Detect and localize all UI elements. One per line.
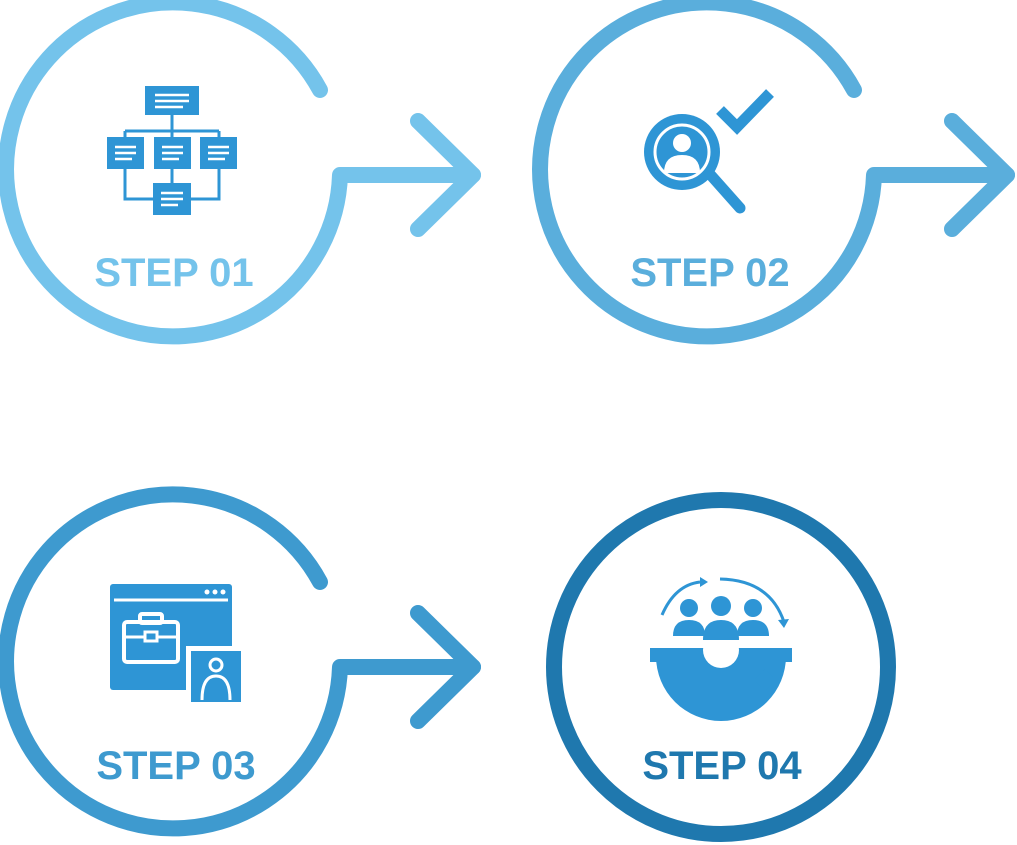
step-04-ring [546, 492, 896, 842]
step-01-label: STEP 01 [94, 251, 253, 295]
step-01: STEP 01 [0, 0, 481, 345]
step-03-ring [0, 486, 481, 837]
step-03: STEP 03 [0, 486, 481, 837]
step-02: STEP 02 [532, 0, 1015, 345]
step-04: STEP 04 [546, 492, 896, 842]
magnifier-user-check-icon [644, 89, 774, 214]
flowchart-icon [107, 86, 237, 215]
step-03-label: STEP 03 [96, 744, 255, 788]
step-02-label: STEP 02 [630, 251, 789, 295]
step-01-arrowhead [410, 113, 481, 237]
step-03-arrowhead [410, 605, 481, 729]
job-portfolio-icon [110, 584, 246, 702]
step-04-label: STEP 04 [642, 744, 802, 788]
step-01-ring [0, 0, 481, 345]
step-02-arrowhead [944, 113, 1015, 237]
team-gear-icon [650, 577, 792, 721]
step-02-ring [532, 0, 1015, 345]
